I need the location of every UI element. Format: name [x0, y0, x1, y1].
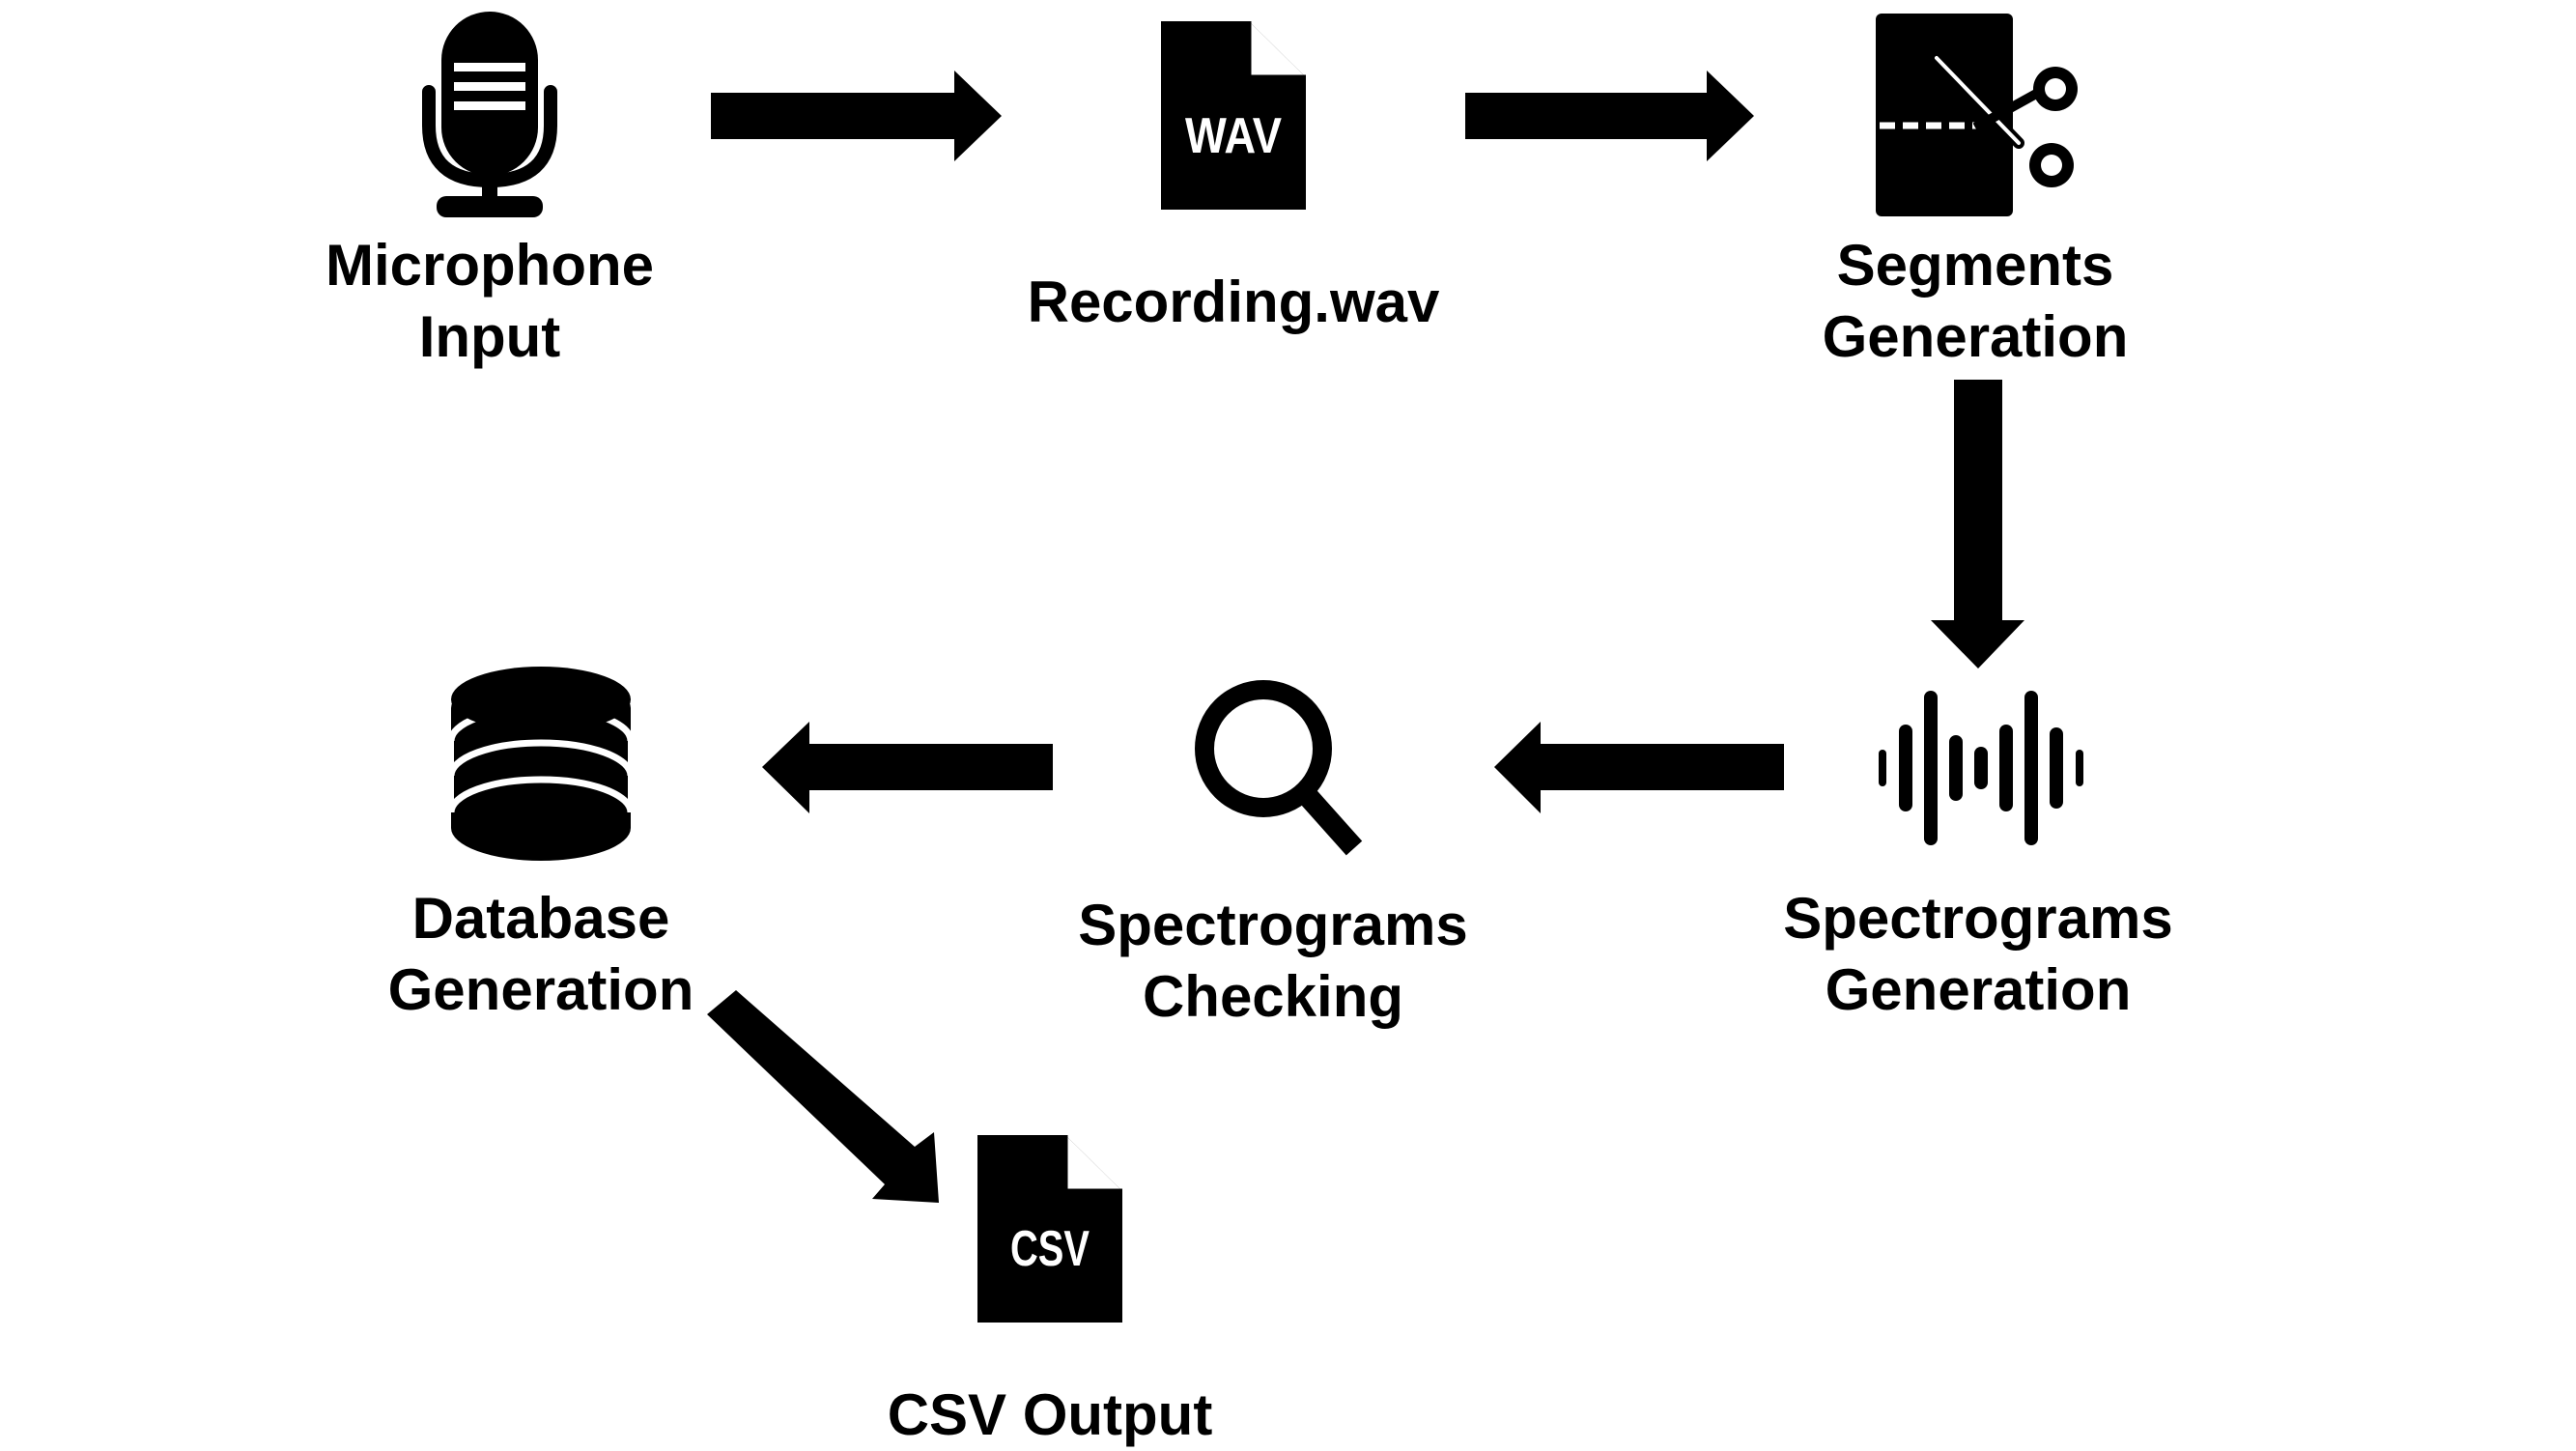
- magnifier-icon: [1195, 680, 1363, 856]
- arrow-recording-to-segments: [1465, 71, 1754, 161]
- scissors-cut-icon: [1876, 14, 2078, 216]
- label-microphone-input: Microphone Input: [326, 233, 654, 369]
- waveform-icon: [1879, 691, 2083, 845]
- arrow-segments-to-spectrograms: [1931, 380, 2024, 669]
- arrow-checking-to-database: [762, 722, 1053, 813]
- label-segments-generation: Segments Generation: [1822, 233, 2129, 369]
- database-icon: [447, 667, 635, 861]
- label-spectrograms-checking: Spectrograms Checking: [1078, 893, 1468, 1029]
- csv-badge-text: CSV: [1010, 1221, 1090, 1277]
- label-csv-output: CSV Output: [887, 1382, 1213, 1447]
- arrow-spectrograms-to-checking: [1494, 722, 1784, 813]
- arrow-database-to-csv: [707, 990, 939, 1203]
- csv-file-icon: CSV: [977, 1135, 1122, 1323]
- label-database-generation: Database Generation: [387, 886, 694, 1022]
- arrow-microphone-to-recording: [711, 71, 1002, 161]
- wav-badge-text: WAV: [1185, 108, 1282, 164]
- label-spectrograms-generation: Spectrograms Generation: [1783, 886, 2173, 1022]
- wav-file-icon: WAV: [1161, 21, 1306, 210]
- label-recording-wav: Recording.wav: [1027, 270, 1440, 334]
- microphone-icon: [422, 12, 557, 217]
